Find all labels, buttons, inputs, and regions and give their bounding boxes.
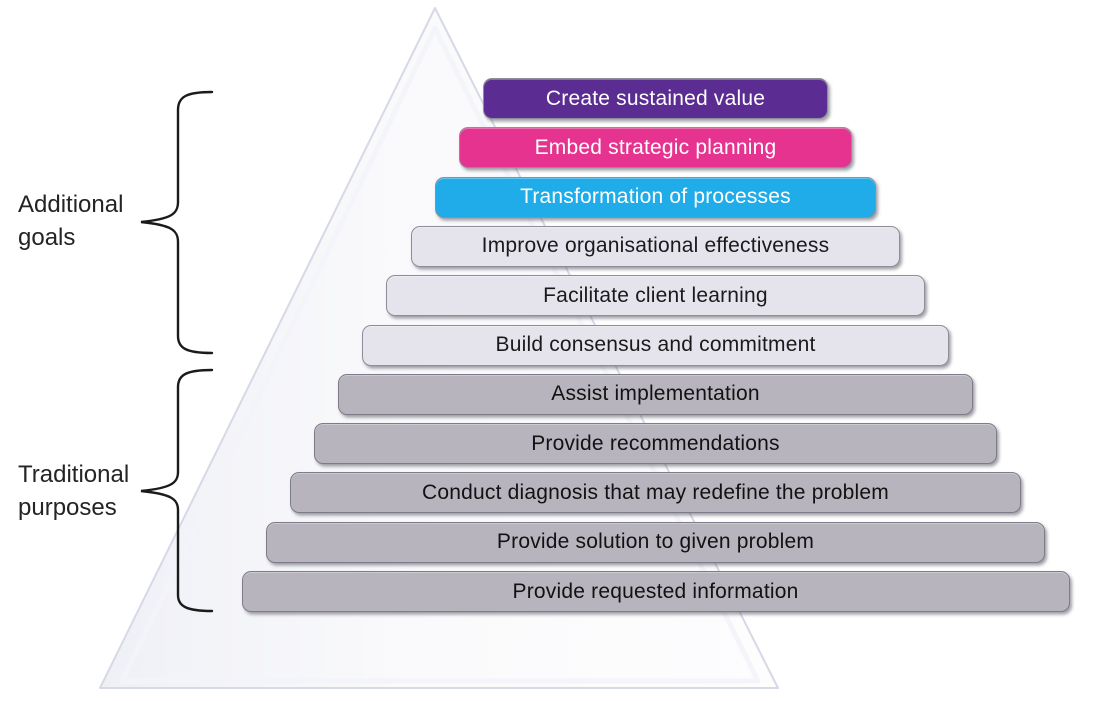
label-traditional-purposes: Traditional purposes xyxy=(18,458,129,524)
label-traditional-purposes-line2: purposes xyxy=(18,494,117,521)
label-additional-goals-line1: Additional xyxy=(18,191,124,218)
label-additional-goals: Additional goals xyxy=(18,188,123,254)
pyramid-row-2: Embed strategic planning xyxy=(458,127,853,169)
pyramid-row-9: Conduct diagnosis that may redefine the … xyxy=(289,472,1022,514)
label-traditional-purposes-line1: Traditional xyxy=(18,461,130,488)
pyramid-row-11: Provide requested information xyxy=(241,571,1070,612)
label-additional-goals-line2: goals xyxy=(18,224,76,251)
pyramid-row-3: Transformation of processes xyxy=(434,176,877,218)
pyramid-row-1: Create sustained value xyxy=(483,78,828,119)
pyramid-row-5: Facilitate client learning xyxy=(386,275,925,317)
pyramid-row-6: Build consensus and commitment xyxy=(362,324,949,366)
pyramid-row-7: Assist implementation xyxy=(338,373,973,415)
pyramid-row-4: Improve organisational effectiveness xyxy=(410,225,901,267)
pyramid-row-10: Provide solution to given problem xyxy=(265,521,1046,563)
pyramid-row-8: Provide recommendations xyxy=(313,423,998,465)
